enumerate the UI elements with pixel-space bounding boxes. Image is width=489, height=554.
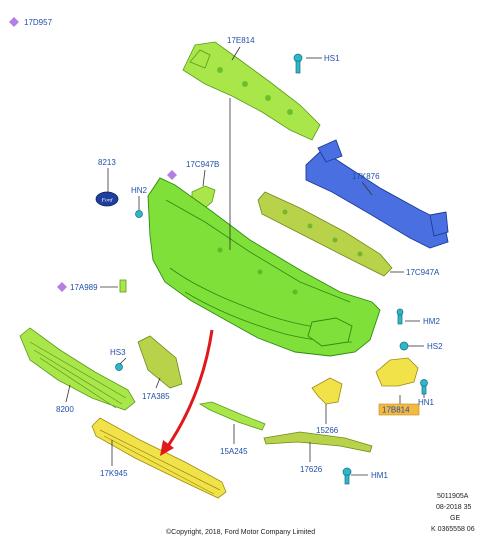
label-17B814: 17B814 [382, 406, 410, 415]
label-HN2: HN2 [131, 186, 148, 195]
copyright-text: ©Copyright, 2018, Ford Motor Company Lim… [166, 528, 315, 536]
label-HM1: HM1 [371, 471, 388, 480]
diamond-marker-17A989-icon [57, 282, 67, 292]
ford-badge-icon: Ford [95, 191, 119, 207]
label-17D957: 17D957 [24, 18, 53, 27]
label-17C947B: 17C947B [186, 160, 219, 169]
part-17B814-bracket [375, 357, 419, 387]
clip-17A989-icon [119, 279, 127, 293]
clip-hn2-icon [135, 210, 143, 218]
part-17626-trim-strip [263, 431, 373, 453]
footer-code-3: GE [450, 515, 460, 522]
label-HS3: HS3 [110, 348, 126, 357]
label-15A245: 15A245 [220, 447, 248, 456]
diamond-marker-17D957-icon [9, 17, 19, 27]
screw-hm1-icon [342, 467, 352, 485]
label-HN1: HN1 [418, 398, 435, 407]
part-15266-bracket [311, 377, 343, 405]
part-front-bumper-cover [147, 177, 381, 357]
label-17A989: 17A989 [70, 283, 98, 292]
label-HS1: HS1 [324, 54, 340, 63]
screw-hs3-icon [115, 363, 123, 371]
red-direction-arrow [160, 329, 214, 456]
label-17C947A: 17C947A [406, 268, 440, 277]
part-15A245-trim-strip [198, 401, 266, 431]
part-17K945-lower-grille [91, 417, 227, 499]
label-15266: 15266 [316, 426, 339, 435]
footer-code-2: 08-2018 35 [436, 504, 472, 511]
label-HS2: HS2 [427, 342, 443, 351]
label-17K876: 17K876 [352, 172, 380, 181]
label-HM2: HM2 [423, 317, 440, 326]
label-8213: 8213 [98, 158, 116, 167]
part-17K876-bumper-reinforcement [305, 139, 449, 249]
screw-hs1-icon [293, 53, 303, 74]
label-8200: 8200 [56, 405, 74, 414]
part-17E814-upper-bracket [182, 41, 321, 141]
label-17K945: 17K945 [100, 469, 128, 478]
label-17A385: 17A385 [142, 392, 170, 401]
label-17626: 17626 [300, 465, 323, 474]
label-17E814: 17E814 [227, 36, 255, 45]
part-17A385-panel [137, 335, 183, 389]
diamond-marker-17C947B-icon [167, 170, 177, 180]
footer-code-4: K 0365558 06 [431, 526, 475, 533]
part-17C947A-energy-absorber [257, 191, 393, 277]
part-8200-lower-grille [19, 327, 136, 411]
leader-lines [65, 46, 425, 476]
footer-code-1: 5011905A [437, 493, 469, 500]
svg-text:Ford: Ford [101, 198, 113, 204]
screw-hm2-icon [396, 308, 404, 325]
clip-hn1-icon [420, 379, 428, 395]
highlight-box-17B814 [378, 403, 420, 416]
clip-hs2-icon [399, 341, 409, 351]
